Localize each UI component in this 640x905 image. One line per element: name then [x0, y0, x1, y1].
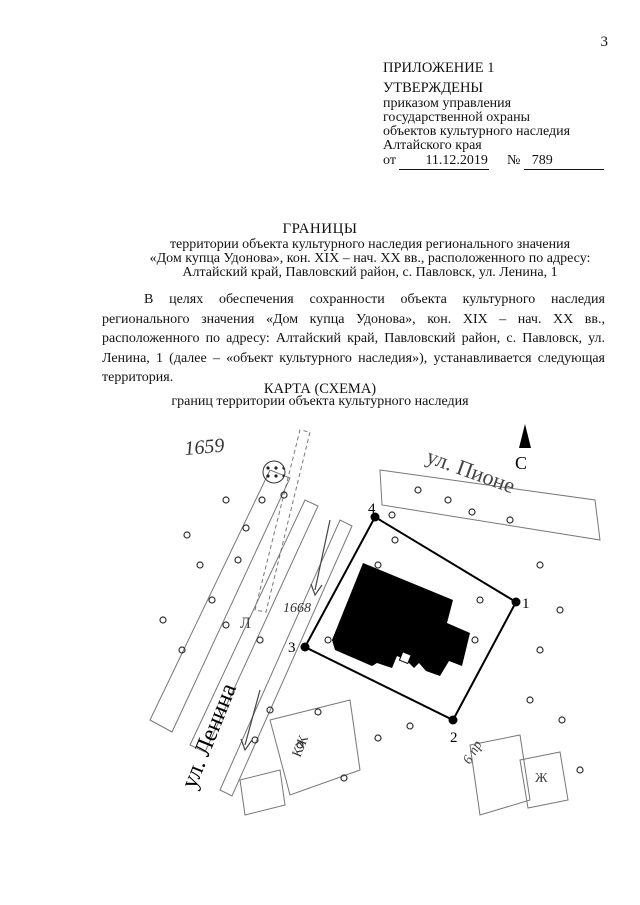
boundary-map: 1 2 3 4 С 1659 1668 Л ул. Ленина ул. Пио… — [149, 424, 601, 816]
number-prefix: № — [506, 153, 521, 168]
document-subtitle: территории объекта культурного наследия … — [100, 238, 640, 280]
street-bands — [149, 429, 601, 816]
document-title: ГРАНИЦЫ — [282, 221, 358, 237]
approval-line: объектов культурного наследия — [383, 124, 571, 139]
approval-date: 11.12.2019 — [399, 153, 490, 170]
appendix-label: ПРИЛОЖЕНИЕ 1 — [383, 60, 495, 76]
map-label-zh: Ж — [535, 771, 548, 786]
boundary-point-2 — [448, 715, 458, 725]
approval-block: УТВЕРЖДЕНЫ приказом управления государст… — [383, 80, 623, 153]
street-label-lenina: ул. Ленина — [176, 679, 242, 792]
street-label-pionerskaya: ул. Пионе — [423, 443, 518, 498]
north-label: С — [515, 453, 527, 473]
approval-line: приказом управления — [383, 96, 512, 111]
subtitle-line: «Дом купца Удонова», кон. XIX – нач. XX … — [149, 251, 591, 266]
subtitle-line: территории объекта культурного наследия … — [169, 237, 571, 252]
map-title: КАРТА (СХЕМА) — [263, 381, 377, 397]
map-letter-l: Л — [240, 615, 251, 632]
approval-line: Алтайского края — [383, 138, 482, 153]
map-label-kzh: КЖ — [290, 733, 312, 759]
boundary-point-3 — [300, 642, 310, 652]
boundary-point-4 — [370, 512, 380, 522]
building-window — [398, 651, 412, 665]
survey-dots — [159, 486, 584, 782]
tree-symbol — [262, 460, 286, 484]
date-prefix: от — [383, 153, 396, 168]
boundary-point-label: 1 — [522, 596, 530, 612]
approval-line: государственной охраны — [383, 110, 531, 125]
boundary-point-label: 4 — [368, 501, 376, 517]
approval-number: 789 — [523, 153, 604, 170]
approval-date-line: от 11.12.2019 № 789 — [383, 153, 613, 170]
elevation-label-1659: 1659 — [184, 435, 226, 460]
approval-heading: УТВЕРЖДЕНЫ — [383, 80, 484, 96]
boundary-point-label: 3 — [288, 640, 296, 656]
heritage-building — [332, 563, 470, 676]
north-arrow — [519, 424, 531, 448]
subtitle-line: Алтайский край, Павловский район, с. Пав… — [182, 265, 558, 280]
boundary-point-1 — [511, 597, 521, 607]
map-subtitle: границ территории объекта культурного на… — [171, 394, 469, 409]
elevation-label-1668: 1668 — [283, 601, 311, 616]
street-arrows — [240, 519, 331, 752]
boundary-points — [300, 512, 521, 725]
page-number: 3 — [600, 34, 609, 50]
boundary-point-label: 2 — [450, 730, 458, 746]
body-paragraph: В целях обеспечения сохранности объекта … — [102, 292, 605, 385]
